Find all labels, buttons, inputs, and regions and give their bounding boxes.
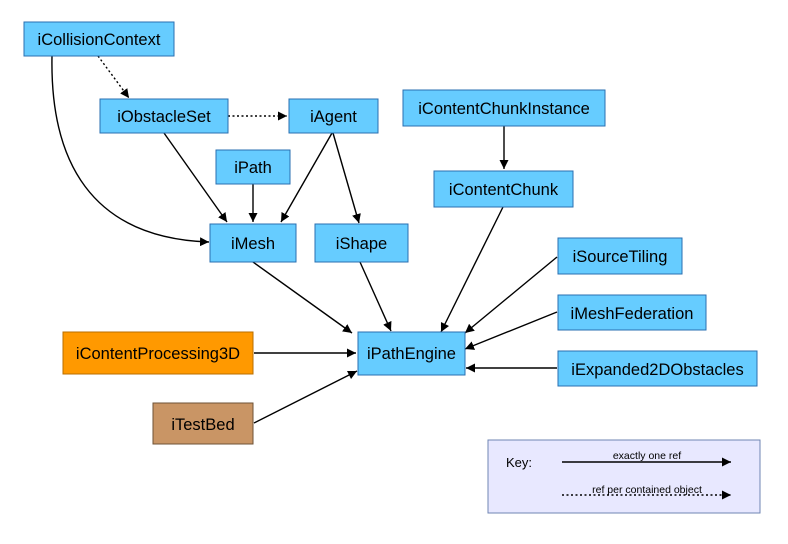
- node-label: iObstacleSet: [117, 108, 211, 126]
- node-iobstacleset: iObstacleSet: [99, 98, 229, 134]
- node-icontentchunkinstance: iContentChunkInstance: [402, 89, 606, 127]
- node-icontentprocessing3d: iContentProcessing3D: [62, 331, 254, 375]
- node-ipathengine: iPathEngine: [357, 331, 466, 376]
- node-imeshfederation: iMeshFederation: [557, 294, 707, 331]
- key-label: Key:: [506, 455, 532, 470]
- node-label: iExpanded2DObstacles: [571, 361, 743, 379]
- node-label: iSourceTiling: [573, 248, 668, 266]
- key-legend: Key: exactly one ref ref per contained o…: [487, 439, 761, 514]
- node-box: [215, 149, 291, 185]
- node-label: iMesh: [231, 235, 275, 253]
- edge-obstacleset-to-mesh: [163, 132, 228, 223]
- node-box: [557, 294, 707, 331]
- node-imesh: iMesh: [209, 223, 297, 263]
- node-box: [152, 402, 254, 445]
- key-box: [487, 439, 761, 514]
- node-ishape: iShape: [314, 223, 409, 263]
- node-label: iPath: [234, 159, 272, 177]
- node-label: iContentProcessing3D: [76, 345, 240, 363]
- edges: [51, 55, 558, 424]
- key-solid-label: exactly one ref: [613, 450, 681, 462]
- node-box: [357, 331, 466, 376]
- node-box: [288, 98, 379, 134]
- edge-agent-to-mesh: [280, 132, 333, 223]
- node-itestbed: iTestBed: [152, 402, 254, 445]
- node-icollisioncontext: iCollisionContext: [23, 21, 175, 57]
- node-label: iContentChunk: [449, 181, 559, 199]
- node-label: iContentChunkInstance: [418, 100, 590, 118]
- node-box: [62, 331, 254, 375]
- node-box: [433, 170, 574, 208]
- node-box: [23, 21, 175, 57]
- edge-sourcetiling-to-pathengine: [464, 256, 558, 334]
- node-isourcetiling: iSourceTiling: [557, 237, 683, 275]
- node-box: [209, 223, 297, 263]
- node-label: iAgent: [310, 108, 357, 126]
- node-box: [402, 89, 606, 127]
- edge-meshfederation-to-pathengine: [464, 311, 558, 350]
- node-box: [99, 98, 229, 134]
- node-ipath: iPath: [215, 149, 291, 185]
- node-icontentchunk: iContentChunk: [433, 170, 574, 208]
- key-dotted-label: ref per contained object: [592, 484, 702, 496]
- node-iexpanded2dobstacles: iExpanded2DObstacles: [557, 350, 758, 387]
- edge-mesh-to-pathengine: [252, 261, 353, 334]
- edge-collisioncontext-to-mesh: [51, 55, 210, 247]
- edge-shape-to-pathengine: [359, 261, 392, 332]
- node-label: iPathEngine: [367, 345, 456, 363]
- node-label: iShape: [336, 235, 387, 253]
- node-box: [557, 350, 758, 387]
- node-box: [314, 223, 409, 263]
- edge-contentchunk-to-pathengine: [440, 206, 504, 333]
- node-iagent: iAgent: [288, 98, 379, 134]
- node-label: iCollisionContext: [38, 31, 161, 49]
- edge-collisioncontext-to-obstacleset: [97, 55, 130, 99]
- edge-agent-to-shape: [332, 132, 361, 224]
- edge-testbed-to-pathengine: [253, 370, 358, 424]
- node-label: iTestBed: [171, 416, 234, 434]
- node-label: iMeshFederation: [571, 305, 694, 323]
- node-box: [557, 237, 683, 275]
